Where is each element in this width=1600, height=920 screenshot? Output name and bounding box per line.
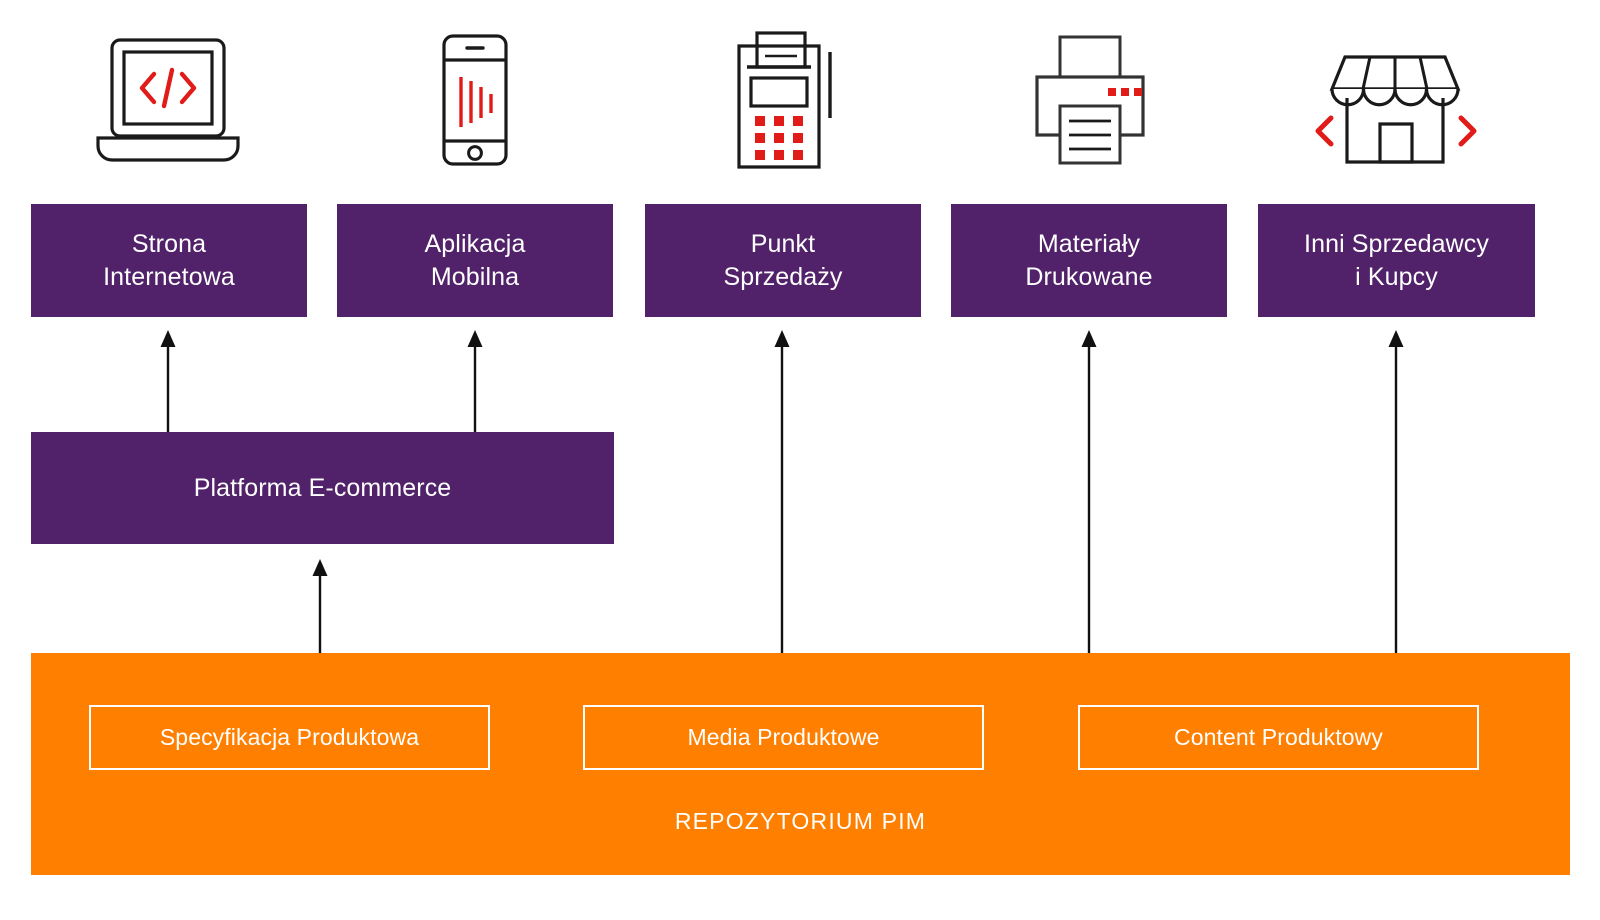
channel-box-other-sellers[interactable]: Inni Sprzedawcy i Kupcy bbox=[1258, 204, 1535, 317]
channel-label-other-sellers: Inni Sprzedawcy i Kupcy bbox=[1304, 228, 1489, 294]
platform-label: Platforma E-commerce bbox=[193, 473, 452, 502]
channel-label-line2: i Kupcy bbox=[1355, 262, 1438, 291]
repository-box-product-specification[interactable]: Specyfikacja Produktowa bbox=[89, 705, 490, 770]
flow-arrow-repository-to-point-of-sale bbox=[774, 330, 790, 653]
channel-icon-mobile-app bbox=[415, 22, 535, 177]
channel-label-line1: Materiały bbox=[1037, 229, 1141, 258]
channel-label-mobile-app: Aplikacja Mobilna bbox=[425, 228, 526, 294]
channel-label-line2: Sprzedaży bbox=[723, 262, 843, 291]
channel-label-line1: Aplikacja bbox=[424, 229, 526, 258]
flow-arrow-repository-to-print bbox=[1081, 330, 1097, 653]
repository-box-label: Content Produktowy bbox=[1174, 724, 1383, 750]
smartphone-bars-icon bbox=[442, 33, 508, 166]
channel-label-line2: Mobilna bbox=[430, 262, 520, 291]
channel-box-website[interactable]: Strona Internetowa bbox=[31, 204, 307, 317]
channel-label-line1: Strona bbox=[131, 229, 207, 258]
channel-icon-print bbox=[1025, 22, 1155, 177]
repository-box-label: Specyfikacja Produktowa bbox=[159, 724, 420, 750]
repository-band: Specyfikacja Produktowa Media Produktowe… bbox=[31, 653, 1570, 875]
channel-box-mobile-app[interactable]: Aplikacja Mobilna bbox=[337, 204, 613, 317]
repository-box-product-content[interactable]: Content Produktowy bbox=[1078, 705, 1479, 770]
channel-label-line2: Drukowane bbox=[1025, 262, 1153, 291]
repository-caption: REPOZYTORIUM PIM bbox=[674, 808, 927, 834]
repository-box-label: Media Produktowe bbox=[687, 724, 880, 750]
channel-label-line1: Punkt bbox=[750, 229, 816, 258]
flow-arrow-repository-to-platform bbox=[312, 559, 328, 653]
channel-label-website: Strona Internetowa bbox=[103, 228, 235, 294]
channel-box-print[interactable]: Materiały Drukowane bbox=[951, 204, 1227, 317]
storefront-icon bbox=[1315, 54, 1477, 164]
flow-arrow-repository-to-other-sellers bbox=[1388, 330, 1404, 653]
printer-icon bbox=[1035, 35, 1145, 164]
channel-icon-point-of-sale bbox=[722, 22, 842, 177]
repository-box-product-media[interactable]: Media Produktowe bbox=[583, 705, 984, 770]
channel-icon-other-sellers bbox=[1300, 22, 1490, 177]
channel-label-line1: Inni Sprzedawcy bbox=[1304, 229, 1489, 258]
flow-arrow-platform-to-website bbox=[160, 330, 176, 434]
channel-label-point-of-sale: Punkt Sprzedaży bbox=[723, 228, 842, 294]
channel-box-point-of-sale[interactable]: Punkt Sprzedaży bbox=[645, 204, 921, 317]
laptop-code-icon bbox=[96, 37, 240, 162]
flow-arrow-platform-to-mobile-app bbox=[467, 330, 483, 434]
channel-icon-website bbox=[88, 22, 248, 177]
pos-terminal-icon bbox=[737, 30, 832, 169]
platform-box-ecommerce[interactable]: Platforma E-commerce bbox=[31, 432, 614, 544]
channel-label-print: Materiały Drukowane bbox=[1025, 228, 1152, 294]
channel-label-line2: Internetowa bbox=[103, 262, 235, 291]
